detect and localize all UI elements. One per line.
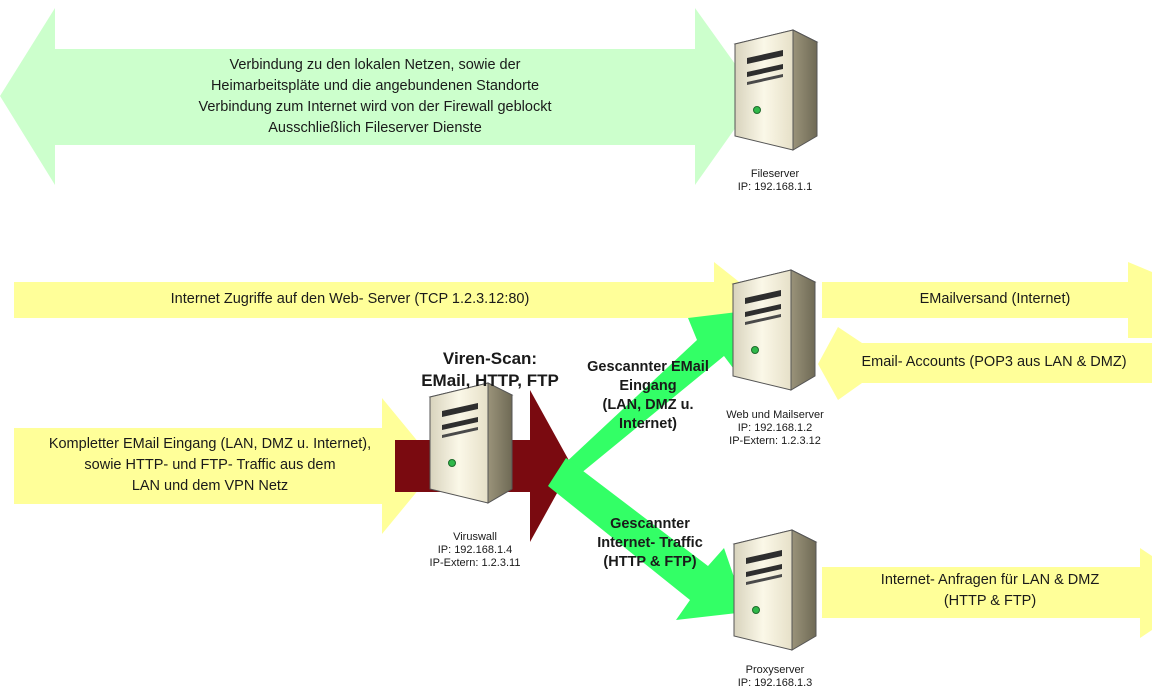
server-name: Proxyserver bbox=[745, 664, 805, 676]
proxy-requests-arrow bbox=[822, 548, 1152, 638]
server-name: Fileserver bbox=[750, 168, 800, 180]
server-ip-extern: IP-Extern: 1.2.3.11 bbox=[429, 557, 521, 569]
text-line: Verbindung zum Internet wird von der Fir… bbox=[198, 99, 552, 115]
fileserver-connection-text: Verbindung zu den lokalen Netzen, sowie … bbox=[130, 55, 620, 139]
email-send-arrow bbox=[822, 262, 1152, 338]
text-line: LAN und dem VPN Netz bbox=[131, 478, 289, 494]
text-line: (HTTP & FTP) bbox=[943, 593, 1037, 609]
text-line: Ausschließlich Fileserver Dienste bbox=[268, 120, 482, 136]
fileserver-connection-arrow bbox=[0, 8, 758, 185]
scanned-internet-arrow bbox=[548, 458, 746, 620]
web-access-arrow bbox=[14, 262, 762, 338]
server-ip-extern: IP-Extern: 1.2.3.12 bbox=[729, 435, 821, 447]
server-tower-icon bbox=[429, 382, 513, 504]
text-line: Internet) bbox=[619, 416, 677, 432]
email-accounts-label: Email- Accounts (POP3 aus LAN & DMZ) bbox=[861, 354, 1127, 370]
incoming-traffic-text: Kompletter EMail Eingang (LAN, DMZ u. In… bbox=[20, 434, 400, 497]
server-tower-icon bbox=[732, 269, 816, 391]
email-send-label: EMailversand (Internet) bbox=[919, 291, 1071, 307]
server-ip: IP: 192.168.1.3 bbox=[737, 677, 813, 689]
virus-scan-title: Viren-Scan: EMail, HTTP, FTP bbox=[380, 348, 600, 392]
server-ip: IP: 192.168.1.4 bbox=[437, 544, 513, 556]
webmail-server-caption: Web und Mailserver IP: 192.168.1.2 IP-Ex… bbox=[700, 409, 850, 448]
text-line: (LAN, DMZ u. bbox=[602, 397, 694, 413]
text-line: sowie HTTP- und FTP- Traffic aus dem bbox=[84, 457, 336, 473]
title-line: Viren-Scan: bbox=[442, 349, 538, 368]
proxyserver-caption: Proxyserver IP: 192.168.1.3 bbox=[705, 664, 845, 690]
viruswall-caption: Viruswall IP: 192.168.1.4 IP-Extern: 1.2… bbox=[400, 531, 550, 570]
web-access-label: Internet Zugriffe auf den Web- Server (T… bbox=[170, 291, 530, 307]
text-line: Kompletter EMail Eingang (LAN, DMZ u. In… bbox=[48, 436, 372, 452]
scanned-internet-label: Gescannter Internet- Traffic (HTTP & FTP… bbox=[575, 515, 725, 572]
incoming-traffic-arrow bbox=[14, 398, 438, 534]
proxy-requests-text: Internet- Anfragen für LAN & DMZ (HTTP &… bbox=[850, 570, 1130, 612]
text-line: Eingang bbox=[619, 378, 677, 394]
server-name: Viruswall bbox=[453, 531, 497, 543]
title-line: EMail, HTTP, FTP bbox=[421, 371, 559, 390]
server-ip: IP: 192.168.1.1 bbox=[737, 181, 813, 193]
scanned-email-label: Gescannter EMail Eingang (LAN, DMZ u. In… bbox=[568, 358, 728, 434]
text-line: Gescannter bbox=[610, 516, 690, 532]
text-line: (HTTP & FTP) bbox=[603, 554, 697, 570]
text-line: Heimarbeitspläte und die angebundenen St… bbox=[210, 78, 540, 94]
server-tower-icon bbox=[733, 529, 817, 651]
server-name: Web und Mailserver bbox=[726, 409, 824, 421]
server-ip: IP: 192.168.1.2 bbox=[737, 422, 813, 434]
text-line: Verbindung zu den lokalen Netzen, sowie … bbox=[229, 57, 521, 73]
email-accounts-arrow bbox=[818, 327, 1152, 400]
server-tower-icon bbox=[734, 29, 818, 151]
scanned-email-arrow bbox=[562, 310, 754, 474]
text-line: Internet- Traffic bbox=[597, 535, 703, 551]
text-line: Gescannter EMail bbox=[587, 359, 709, 375]
fileserver-caption: Fileserver IP: 192.168.1.1 bbox=[705, 168, 845, 194]
text-line: Internet- Anfragen für LAN & DMZ bbox=[880, 572, 1100, 588]
